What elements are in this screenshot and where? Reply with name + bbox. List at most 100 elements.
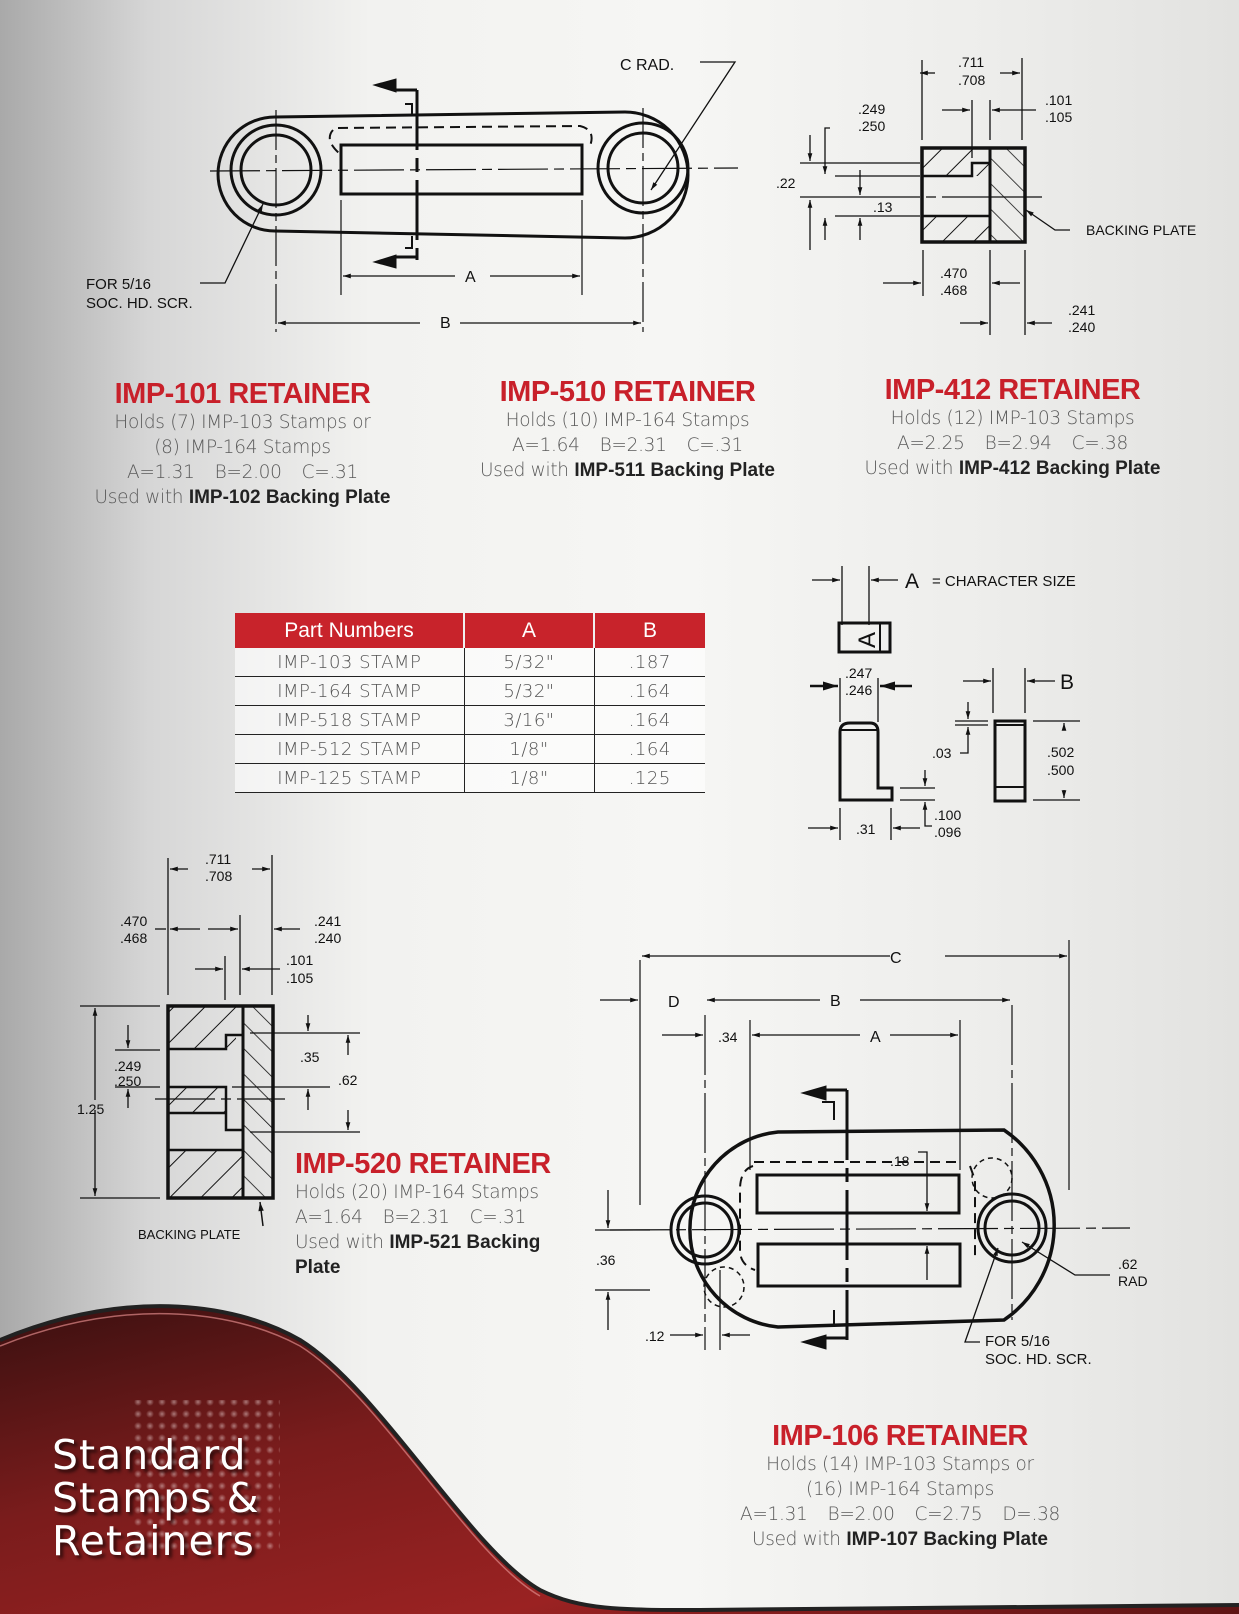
dim-105: .105 xyxy=(286,970,313,986)
dim-36: .36 xyxy=(596,1252,616,1268)
dim-241: .241 xyxy=(314,913,341,929)
dim-240: .240 xyxy=(314,930,341,946)
dim-62: .62 xyxy=(338,1072,358,1088)
rad-label: RAD xyxy=(1118,1273,1148,1289)
section-banner xyxy=(0,1304,1239,1614)
dim-101: .101 xyxy=(286,952,313,968)
dim-500: .500 xyxy=(1047,762,1074,778)
screw-note-line2: SOC. HD. SCR. xyxy=(985,1351,1092,1368)
product-backing-plate: Used with IMP-107 Backing Plate xyxy=(751,1529,1049,1550)
dim-13: .13 xyxy=(873,199,893,215)
section-520-drawing: .711 .708 .470 .468 .241 .240 .101 .105 … xyxy=(77,851,360,1242)
dim-249: .249 xyxy=(858,101,885,117)
dim-b-label: B xyxy=(830,993,841,1010)
retainer-plan-drawing: C RAD. FOR 5/16 SOC. HD. SCR. A B xyxy=(86,57,739,332)
header-a: A xyxy=(464,613,595,648)
product-imp101: IMP-101 RETAINER Holds (7) IMP-103 Stamp… xyxy=(70,378,415,510)
character-size-label: = CHARACTER SIZE xyxy=(932,573,1076,590)
screw-note-line1: FOR 5/16 xyxy=(985,1333,1050,1350)
retainer-106-drawing: C D B A .34 .18 .36 .12 .62 RAD FOR 5/16… xyxy=(595,940,1148,1368)
dim-18: .18 xyxy=(890,1153,910,1169)
screw-note-line2: SOC. HD. SCR. xyxy=(86,295,193,312)
dim-34: .34 xyxy=(718,1029,738,1045)
product-backing-plate: Used with IMP-102 Backing Plate xyxy=(94,487,391,508)
product-imp412: IMP-412 RETAINER Holds (12) IMP-103 Stam… xyxy=(840,374,1185,481)
dim-470: .470 xyxy=(940,265,967,281)
product-holds: (16) IMP-164 Stamps xyxy=(806,1479,994,1500)
stamp-glyph: A xyxy=(854,632,881,648)
dim-708: .708 xyxy=(958,72,985,88)
dim-247: .247 xyxy=(845,665,872,681)
product-title: IMP-510 RETAINER xyxy=(499,376,756,408)
dim-a-label: A xyxy=(870,1029,881,1046)
parts-table-header: Part Numbers A B xyxy=(235,613,705,648)
dim-03: .03 xyxy=(932,745,952,761)
stamp-drawing: A = CHARACTER SIZE A .247 .246 B .03 .50… xyxy=(808,566,1080,840)
backing-plate-label: BACKING PLATE xyxy=(1086,222,1196,238)
dim-246: .246 xyxy=(845,682,872,698)
dim-468: .468 xyxy=(940,282,967,298)
product-holds: Holds (7) IMP-103 Stamps or xyxy=(114,412,371,433)
dim-100: .100 xyxy=(934,807,961,823)
dim-096: .096 xyxy=(934,824,961,840)
dim-35: .35 xyxy=(300,1049,320,1065)
dim-708: .708 xyxy=(205,868,232,884)
header-part-numbers: Part Numbers xyxy=(235,613,465,648)
section-412-drawing: .711 .708 .101 .105 .249 .250 .22 .13 .4… xyxy=(776,54,1196,335)
dim-12: .12 xyxy=(645,1328,665,1344)
dim-241: .241 xyxy=(1068,302,1095,318)
backing-plate-label: BACKING PLATE xyxy=(138,1227,241,1242)
dim-502: .502 xyxy=(1047,744,1074,760)
dim-105: .105 xyxy=(1045,109,1072,125)
product-holds: Holds (10) IMP-164 Stamps xyxy=(505,410,750,431)
section-title: Standard Stamps & Retainers xyxy=(52,1431,260,1565)
screw-note-line1: FOR 5/16 xyxy=(86,276,151,293)
dim-a-label: A xyxy=(465,269,476,286)
dim-468: .468 xyxy=(120,930,147,946)
dim-240: .240 xyxy=(1068,319,1095,335)
b-label: B xyxy=(1060,671,1074,694)
product-holds: (8) IMP-164 Stamps xyxy=(154,437,331,458)
product-imp520: IMP-520 RETAINER Holds (20) IMP-164 Stam… xyxy=(295,1148,585,1280)
dim-b-label: B xyxy=(440,315,451,332)
dim-470: .470 xyxy=(120,913,147,929)
dim-250: .250 xyxy=(114,1073,141,1089)
dim-101: .101 xyxy=(1045,92,1072,108)
dim-249: .249 xyxy=(114,1058,141,1074)
rad-value: .62 xyxy=(1118,1256,1138,1272)
product-backing-plate: Used with IMP-511 Backing Plate xyxy=(480,460,775,481)
dim-31: .31 xyxy=(856,821,876,837)
header-b: B xyxy=(594,613,705,648)
product-holds: Holds (12) IMP-103 Stamps xyxy=(890,408,1135,429)
product-backing-plate: Used with IMP-521 Backing Plate xyxy=(295,1232,541,1278)
dim-250: .250 xyxy=(858,118,885,134)
product-imp510: IMP-510 RETAINER Holds (10) IMP-164 Stam… xyxy=(455,376,800,483)
dim-c-label: C xyxy=(890,950,902,967)
product-title: IMP-520 RETAINER xyxy=(295,1148,551,1180)
product-title: IMP-106 RETAINER xyxy=(772,1420,1028,1452)
dim-711: .711 xyxy=(958,54,984,70)
a-label: A xyxy=(905,570,919,593)
product-title: IMP-101 RETAINER xyxy=(114,378,371,410)
dim-125: 1.25 xyxy=(77,1101,104,1117)
product-title: IMP-412 RETAINER xyxy=(884,374,1141,406)
c-rad-label: C RAD. xyxy=(620,57,674,74)
product-imp106: IMP-106 RETAINER Holds (14) IMP-103 Stam… xyxy=(700,1420,1100,1552)
product-backing-plate: Used with IMP-412 Backing Plate xyxy=(864,458,1161,479)
dim-22: .22 xyxy=(776,175,796,191)
product-holds: Holds (14) IMP-103 Stamps or xyxy=(766,1454,1034,1475)
dim-d-label: D xyxy=(668,994,680,1011)
dim-711: .711 xyxy=(205,851,231,867)
product-holds: Holds (20) IMP-164 Stamps xyxy=(295,1182,539,1203)
